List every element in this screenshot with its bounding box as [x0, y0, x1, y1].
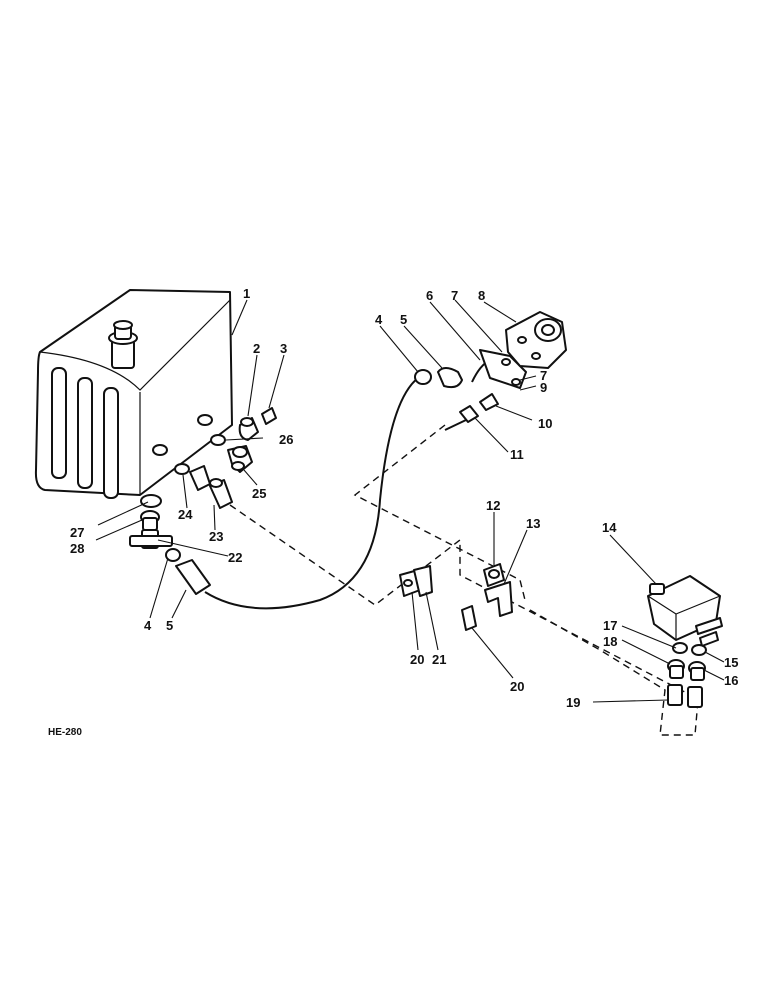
dashed-line-pressure: [229, 504, 701, 701]
dashed-line-return: [353, 424, 526, 601]
reservoir-tank: [34, 289, 233, 499]
bracket-21: [413, 565, 433, 597]
callout-7-lower: 7: [540, 368, 547, 383]
adapter-28: [140, 510, 160, 531]
callout-11: 11: [510, 447, 524, 462]
o-ring-15: [691, 644, 707, 656]
callout-3: 3: [280, 341, 287, 356]
callout-24: 24: [178, 507, 193, 522]
fitting-11: [444, 405, 479, 431]
dashed-line-valve: [529, 609, 699, 736]
callout-9: 9: [540, 380, 547, 395]
callout-20-right: 20: [510, 679, 524, 694]
callout-21: 21: [432, 652, 446, 667]
control-valve-14: [647, 575, 723, 647]
bracket-13: [484, 581, 513, 617]
callout-2: 2: [253, 341, 260, 356]
pump-8: [505, 311, 567, 369]
callout-17: 17: [603, 618, 617, 633]
callout-5-lower: 5: [166, 618, 173, 633]
callout-8: 8: [478, 288, 485, 303]
o-ring-17: [672, 642, 688, 654]
callout-22: 22: [228, 550, 242, 565]
drawing-code: HE-280: [48, 727, 82, 738]
callout-19: 19: [566, 695, 580, 710]
callout-23: 23: [209, 529, 223, 544]
fitting-19-left: [667, 684, 683, 706]
callout-26: 26: [279, 432, 293, 447]
elbow-fitting-2: [238, 417, 259, 441]
o-ring-26: [210, 434, 226, 446]
hose-5-lower: [175, 559, 211, 595]
suction-hose: [204, 377, 419, 610]
callout-4-upper: 4: [375, 312, 383, 327]
callout-6: 6: [426, 288, 433, 303]
callout-7-upper: 7: [451, 288, 458, 303]
callout-16: 16: [724, 673, 738, 688]
callout-5-upper: 5: [400, 312, 407, 327]
clip-20-right: [461, 605, 477, 631]
callout-12: 12: [486, 498, 500, 513]
callout-20-left: 20: [410, 652, 424, 667]
callout-15: 15: [724, 655, 738, 670]
leader-lines: [95, 299, 725, 703]
clamp-4-upper: [414, 369, 432, 385]
tee-fitting-22: [129, 529, 173, 549]
pump-adapter: [479, 349, 527, 389]
callout-4-lower: 4: [144, 618, 152, 633]
connector-16: [688, 661, 706, 681]
callout-1: 1: [243, 286, 250, 301]
connector-23: [189, 465, 233, 509]
fitting-19-right: [687, 686, 703, 708]
connector-10: [479, 393, 499, 411]
hose-5-upper: [437, 367, 463, 389]
clamp-4-lower: [165, 548, 181, 562]
callout-18: 18: [603, 634, 617, 649]
callout-13: 13: [526, 516, 540, 531]
plug-3: [261, 407, 277, 425]
o-ring-24: [174, 463, 190, 475]
callout-10: 10: [538, 416, 552, 431]
clip-12: [483, 563, 505, 587]
callout-14: 14: [602, 520, 617, 535]
elbow-fitting-25: [227, 445, 253, 473]
callout-25: 25: [252, 486, 266, 501]
callout-27: 27: [70, 525, 84, 540]
washer-27: [140, 494, 162, 508]
connector-18: [667, 659, 685, 679]
callout-28: 28: [70, 541, 84, 556]
